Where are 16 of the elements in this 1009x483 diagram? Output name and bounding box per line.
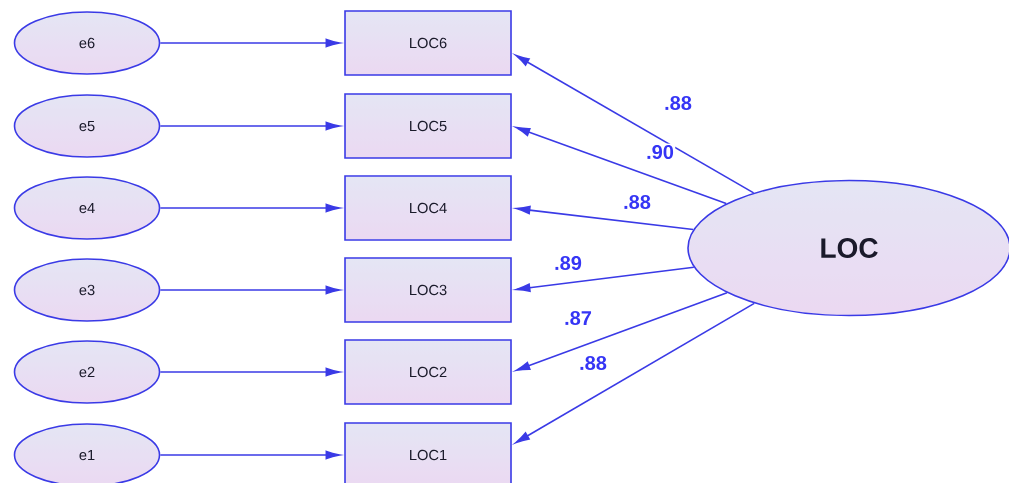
edge-label: .89: [552, 254, 584, 272]
edge-label: .88: [621, 193, 653, 211]
arrow: [159, 203, 341, 213]
variable-box: LOC5: [344, 93, 512, 159]
variable-box: LOC2: [344, 339, 512, 405]
arrow: [159, 450, 341, 460]
variable-box: LOC1: [344, 422, 512, 483]
arrow: [159, 121, 341, 131]
arrow: [159, 367, 341, 377]
variable-box: LOC3: [344, 257, 512, 323]
arrow: [515, 266, 695, 293]
variable-box: LOC4: [344, 175, 512, 241]
variable-box: LOC6: [344, 10, 512, 76]
arrow: [515, 205, 695, 231]
arrow: [159, 38, 341, 48]
arrow: [159, 285, 341, 295]
